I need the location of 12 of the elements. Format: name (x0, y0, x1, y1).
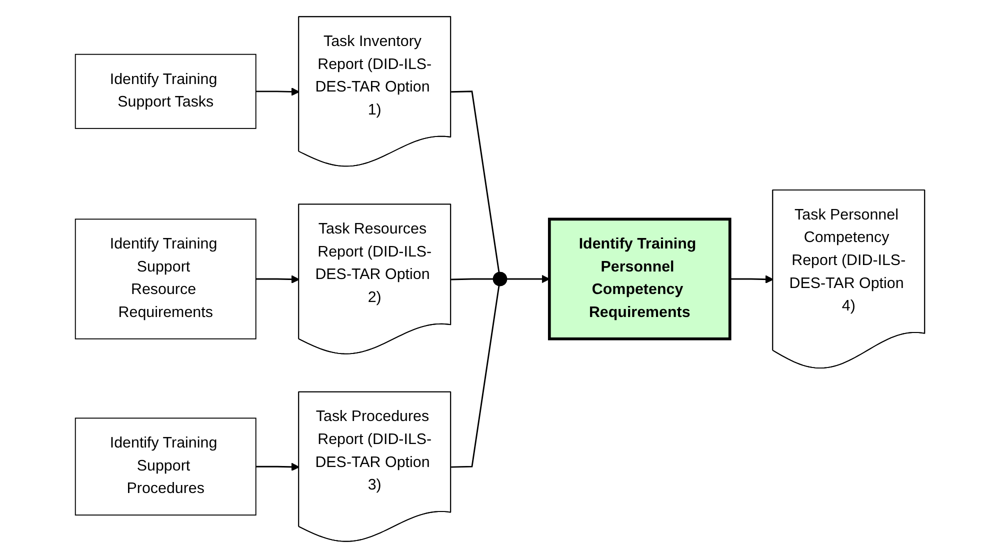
connector (451, 284, 500, 468)
arrow (256, 87, 300, 96)
arrow (256, 462, 300, 471)
node-box: Identify Training Support Tasks (74, 53, 256, 128)
node-box: Identify Training Support Procedures (74, 417, 256, 516)
node-box: Identify Training Support Resource Requirements (74, 218, 256, 339)
arrow (256, 274, 300, 283)
connector (451, 90, 500, 272)
node-box: Identify Training Personnel Competency Requirements (548, 217, 732, 340)
connector (451, 278, 494, 280)
arrow (730, 274, 774, 283)
arrow (506, 274, 550, 283)
